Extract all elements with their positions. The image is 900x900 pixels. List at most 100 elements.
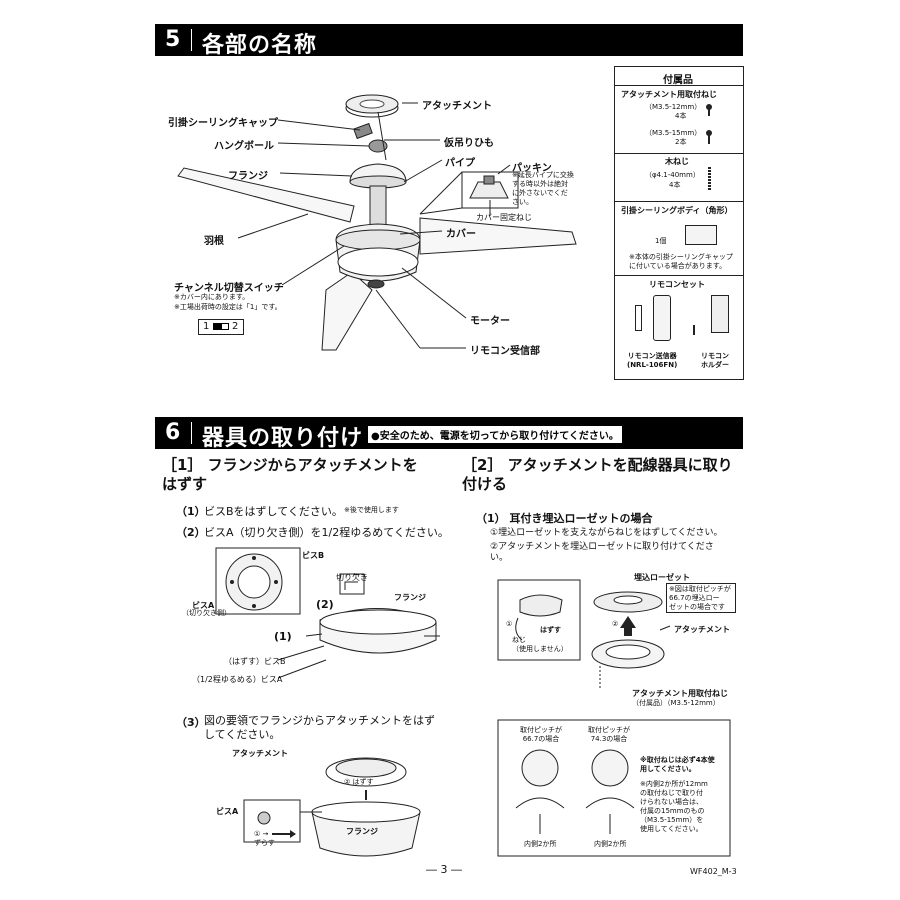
switch-slot [221, 323, 229, 330]
accessories-box: 付属品 アタッチメント用取付ねじ （M3.5-12mm） 4本 （M3.5-15… [614, 66, 744, 380]
pitch-a-label: 取付ピッチが 66.7の場合 [520, 726, 562, 743]
step-1-1-note: ※後で使用します [344, 506, 399, 514]
divider [615, 275, 743, 276]
section-6-header: 6 器具の取り付け ●安全のため、電源を切ってから取り付けてください。 [155, 417, 743, 451]
label-screw-unused: ねじ （使用しません） [512, 636, 568, 653]
step-1-3-number: （3） [176, 716, 206, 729]
divider [615, 201, 743, 202]
wood-screw-qty: 4本 [669, 181, 681, 189]
label-loosen-bis-a: （1/2程ゆるめる）ビスA [192, 675, 283, 684]
step-1-1-text: ビスBをはずしてください。 [204, 505, 343, 518]
label-attachment-3: アタッチメント [674, 625, 730, 634]
label-flange: フランジ [394, 593, 426, 602]
label-hang-ball: ハングボール [214, 141, 274, 152]
att-screw-a-qty: 4本 [675, 112, 687, 120]
section-number: 5 [165, 27, 181, 52]
circle-1: ① [506, 620, 513, 628]
step-2-heading: ［2］ アタッチメントを配線器具に取り 付ける [462, 456, 733, 493]
label-attachment-2: アタッチメント [232, 749, 288, 758]
step-1-1-number: （1） [176, 505, 206, 518]
divider [615, 153, 743, 154]
label-receiver: リモコン受信部 [470, 346, 540, 357]
remote-holder-label: リモコン ホルダー [701, 352, 729, 369]
switch-diagram: 1 2 [198, 319, 244, 335]
label-motor: モーター [470, 316, 510, 327]
section-title: 各部の名称 [202, 33, 318, 58]
att-screw-b-qty: 2本 [675, 138, 687, 146]
remote-transmitter-icon [653, 295, 671, 341]
switch-note-1: ※カバー内にあります。 [174, 293, 250, 301]
packing-note: ※延長パイプに交換 する時以外は絶対 に外さないでくだ さい。 [512, 171, 574, 206]
label-slide: ① → ずらす [254, 830, 275, 847]
label-attachment: アタッチメント [422, 101, 492, 112]
must-4-note: ※取付ねじは必ず4本使 用してください。 [640, 756, 715, 773]
att-screw-a-spec: （M3.5-12mm） [645, 103, 702, 111]
screw-shaft-icon [708, 135, 710, 144]
inner-b-label: 内側2か所 [594, 840, 627, 848]
ceiling-body-qty: 1個 [655, 237, 667, 245]
label-packing: パッキン [512, 163, 552, 174]
battery-icon [635, 305, 642, 331]
switch-knob [213, 323, 221, 330]
callout-1: (1) [274, 630, 292, 643]
wood-screw-title: 木ねじ [665, 157, 689, 166]
label-temp-cord: 仮吊りひも [444, 138, 494, 149]
screw-icon [706, 130, 712, 136]
label-bis-a-note: （切り欠き側） [182, 609, 231, 617]
label-channel-switch: チャンネル切替スイッチ [174, 283, 284, 294]
circle-2: ② [612, 620, 619, 628]
header-divider [191, 29, 192, 51]
callout-2: (2) [316, 598, 334, 611]
label-bis-b: ビスB [302, 551, 325, 560]
label-cover-screw: カバー固定ねじ [476, 213, 532, 222]
header-divider [191, 422, 192, 444]
pitch-note: ※図は取付ピッチが 66.7の埋込ロー ゼットの場合です [669, 585, 731, 611]
remote-set-title: リモコンセット [649, 280, 705, 289]
label-remove-bis-b: （はずす）ビスB [224, 657, 286, 666]
pitch-note-box: ※図は取付ピッチが 66.7の埋込ロー ゼットの場合です [666, 583, 736, 613]
document-code: WF402_M-3 [690, 867, 737, 876]
label-remove: はずす [540, 626, 561, 634]
accessories-title: 付属品 [663, 75, 693, 86]
inner-a-label: 内側2か所 [524, 840, 557, 848]
label-flange: フランジ [228, 171, 268, 182]
label-cover: カバー [446, 229, 476, 240]
safety-note: ●安全のため、電源を切ってから取り付けてください。 [368, 426, 622, 443]
label-kirikaki: 切り欠き [336, 573, 368, 582]
inner-note: ※内側2か所が12mm の取付ねじで取り付 けられない場合は、 付属の15mmの… [640, 780, 708, 833]
step-2-sub-heading: （1） 耳付き埋込ローゼットの場合 [476, 512, 653, 525]
step-1-2-number: （2） [176, 526, 206, 539]
label-att-screw: アタッチメント用取付ねじ [632, 689, 728, 698]
pitch-b-label: 取付ピッチが 74.3の場合 [588, 726, 630, 743]
label-bis-a: ビスA [192, 601, 215, 610]
att-screw-title: アタッチメント用取付ねじ [621, 90, 717, 99]
label-ceiling-cap: 引掛シーリングキャップ [168, 118, 278, 129]
remote-transmitter-label: リモコン送信器 (NRL-106FN) [627, 352, 678, 369]
step-1-heading: ［1］ フランジからアタッチメントを はずす [162, 456, 418, 493]
label-rosette: 埋込ローゼット [634, 573, 690, 582]
switch-1-label: 1 [203, 321, 210, 332]
remote-holder-icon [711, 295, 729, 333]
section-number: 6 [165, 420, 181, 445]
ceiling-body-title: 引掛シーリングボディ（角形） [621, 206, 733, 215]
section-title: 器具の取り付け [202, 426, 364, 451]
step-1-2-text: ビスA（切り欠き側）を1/2程ゆるめてください。 [204, 526, 449, 539]
label-blade: 羽根 [204, 236, 224, 247]
screw-icon [693, 325, 695, 335]
section-5-header: 5 各部の名称 [155, 24, 743, 58]
step-2-line-1: ①埋込ローゼットを支えながらねじをはずしてください。 [490, 528, 723, 538]
divider [615, 85, 743, 86]
switch-note-2: ※工場出荷時の設定は「1」です。 [174, 303, 282, 311]
label-att-screw-spec: （付属品）（M3.5-12mm） [632, 699, 720, 707]
wood-screw-spec: （φ4.1-40mm） [645, 171, 700, 179]
step-1-3-text: 図の要領でフランジからアタッチメントをはず してください。 [204, 714, 435, 741]
label-flange-2: フランジ [346, 827, 378, 836]
ceiling-body-note: ※本体の引掛シーリングキャップ に付いている場合があります。 [629, 253, 733, 270]
page-number: ― 3 ― [426, 863, 462, 876]
wood-screw-icon [708, 167, 711, 191]
label-pipe: パイプ [445, 158, 475, 169]
screw-shaft-icon [708, 109, 710, 116]
